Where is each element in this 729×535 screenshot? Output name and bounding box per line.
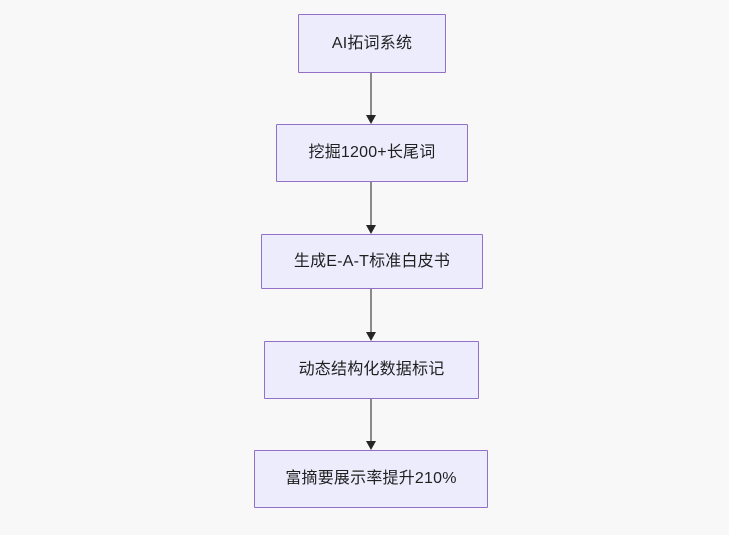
flowchart-node-4-label: 动态结构化数据标记 (298, 361, 445, 379)
flowchart-node-5[interactable]: 富摘要展示率提升210% (254, 450, 488, 508)
edge-line (370, 182, 372, 225)
flowchart-node-1-label: AI拓词系统 (331, 34, 413, 52)
edge-line (370, 399, 372, 441)
flowchart-node-2[interactable]: 挖掘1200+长尾词 (276, 124, 468, 182)
edge-line (370, 289, 372, 332)
arrowhead-icon (366, 225, 376, 234)
edge-line (370, 73, 372, 115)
flowchart-edge-2-to-3 (361, 182, 381, 234)
arrowhead-icon (366, 332, 376, 341)
flowchart-node-2-label: 挖掘1200+长尾词 (308, 144, 436, 162)
flowchart-node-3-label: 生成E-A-T标准白皮书 (293, 252, 451, 270)
flowchart-node-3[interactable]: 生成E-A-T标准白皮书 (261, 234, 483, 289)
arrowhead-icon (366, 115, 376, 124)
flowchart-node-4[interactable]: 动态结构化数据标记 (264, 341, 479, 399)
arrowhead-icon (366, 441, 376, 450)
flowchart-edge-4-to-5 (361, 399, 381, 450)
flowchart-node-1[interactable]: AI拓词系统 (298, 14, 446, 73)
flowchart-node-5-label: 富摘要展示率提升210% (285, 470, 457, 488)
flowchart-edge-3-to-4 (361, 289, 381, 341)
flowchart-edge-1-to-2 (361, 73, 381, 124)
